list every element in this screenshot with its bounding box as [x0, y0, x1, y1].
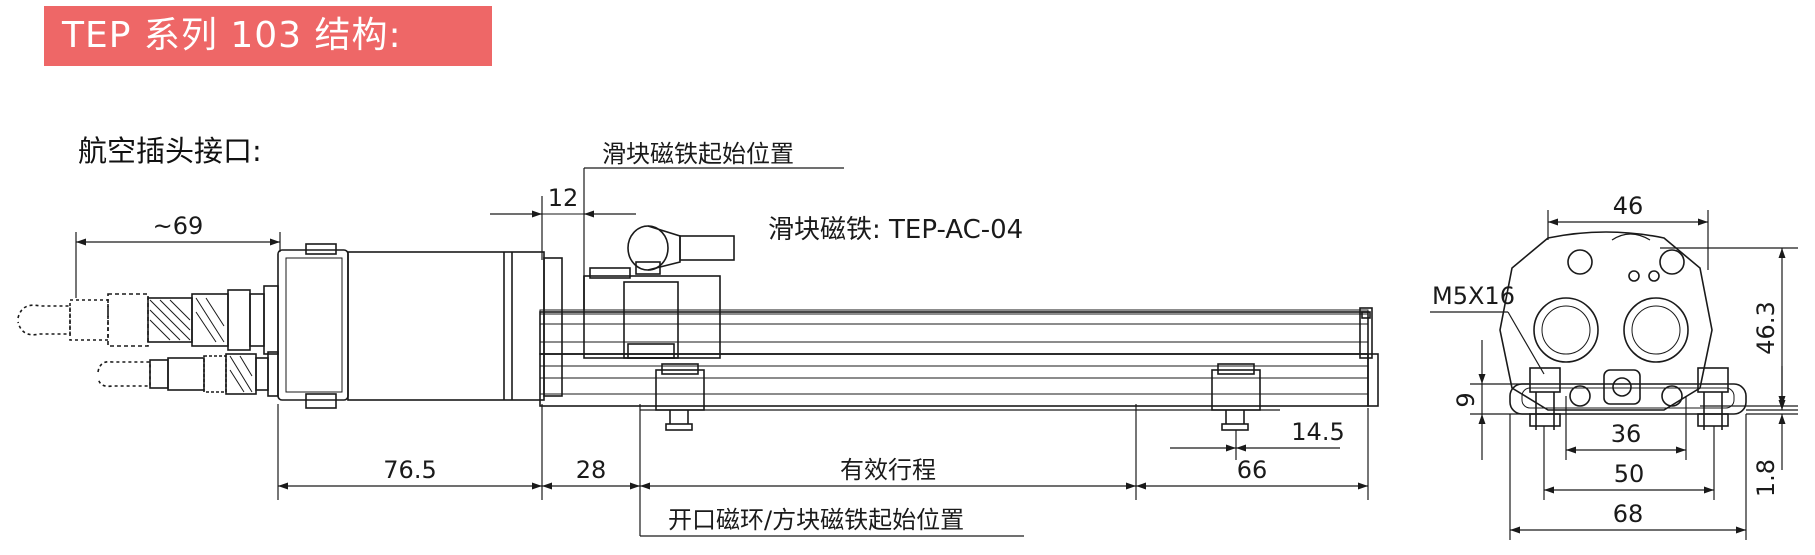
side-view-dimensions	[75, 167, 1369, 537]
end-view	[1499, 231, 1747, 430]
dim-hole-36: 36	[1611, 420, 1642, 448]
dim-cable-length: ~69	[153, 212, 204, 240]
dim-hole-50: 50	[1614, 460, 1645, 488]
connector-interface-label: 航空插头接口:	[78, 134, 262, 168]
section-title-banner: TEP 系列 103 结构:	[44, 6, 492, 66]
dim-dead-zone: 28	[576, 456, 607, 484]
dim-tail-length: 66	[1237, 456, 1268, 484]
mounting-clamp-right	[1211, 363, 1261, 431]
dim-head-length: 76.5	[383, 456, 436, 484]
upper-cable	[17, 285, 279, 355]
side-view	[17, 225, 1379, 431]
dim-thickness-1-8: 1.8	[1752, 459, 1780, 497]
slider-start-position-label: 滑块磁铁起始位置	[602, 140, 794, 168]
slider-magnet-model-label: 滑块磁铁: TEP-AC-04	[768, 215, 1023, 245]
dim-foot-height-9: 9	[1452, 392, 1480, 407]
dim-gap-12: 12	[548, 184, 579, 212]
ring-start-position-label: 开口磁环/方块磁铁起始位置	[668, 506, 964, 534]
end-view-dimensions	[1430, 210, 1798, 540]
dim-width-46: 46	[1613, 192, 1644, 220]
slider-magnet	[583, 225, 735, 359]
profile-tube	[539, 307, 1379, 407]
dim-effective-stroke: 有效行程	[840, 456, 936, 484]
dim-foot-offset: 14.5	[1291, 418, 1344, 446]
dim-base-68: 68	[1613, 500, 1644, 528]
dim-height-46-3: 46.3	[1752, 301, 1780, 354]
sensor-head	[277, 243, 563, 409]
lower-cable	[97, 351, 279, 397]
dim-screw-m5x16: M5X16	[1432, 282, 1515, 310]
mounting-clamp-left	[655, 363, 705, 431]
